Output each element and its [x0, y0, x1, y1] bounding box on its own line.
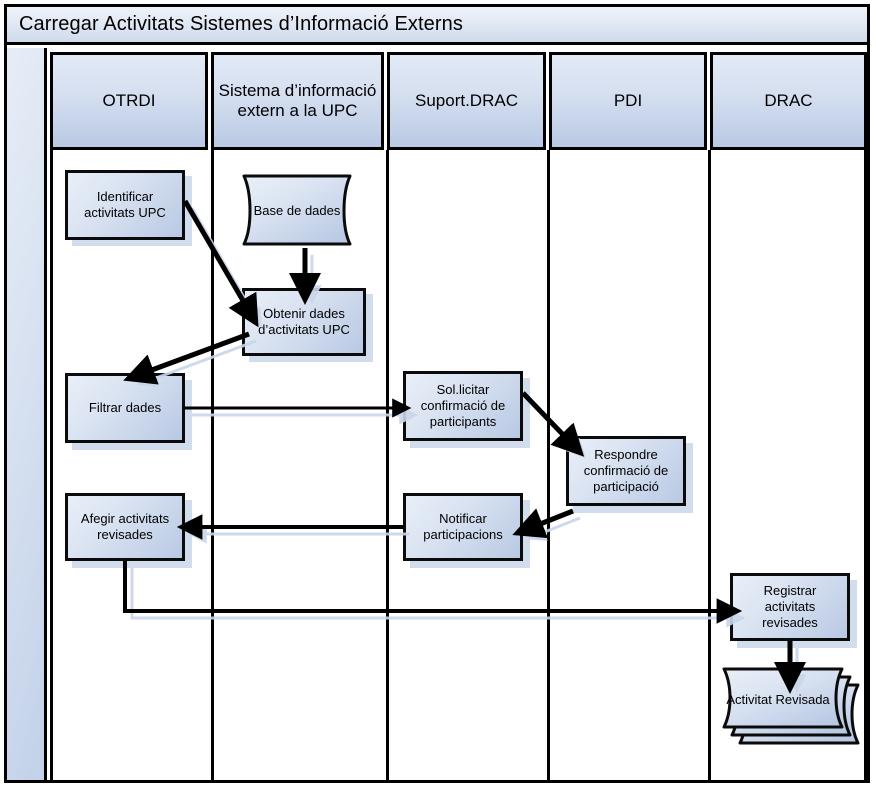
- lane-header-pdi-label: PDI: [613, 90, 643, 110]
- lane-header-drac-label: DRAC: [764, 90, 813, 110]
- diagram-title-bar: Carregar Activitats Sistemes d’Informaci…: [7, 7, 867, 45]
- node-obtenir-dades-activitats-upc[interactable]: Obtenir dades d’activitats UPC: [242, 288, 366, 356]
- node-filtrar-label: Filtrar dades: [88, 399, 162, 415]
- node-afegir-activitats-revisades[interactable]: Afegir activitats revisades: [65, 493, 185, 561]
- lane-header-drac: DRAC: [710, 52, 867, 150]
- lane-divider-2: [386, 150, 389, 780]
- lane-header-otrdi-label: OTRDI: [102, 90, 156, 110]
- node-afegir-label: Afegir activitats revisades: [80, 510, 170, 542]
- lane-header-suport-drac: Suport.DRAC: [387, 52, 546, 150]
- node-identificar-activitats-upc[interactable]: Identificar activitats UPC: [65, 170, 185, 240]
- lane-header-pdi: PDI: [549, 52, 707, 150]
- lane-divider-1: [211, 150, 214, 780]
- node-obtenir-label: Obtenir dades d’activitats UPC: [258, 305, 350, 337]
- node-registrar-label: Registrar activitats revisades: [762, 582, 818, 631]
- diagram-title: Carregar Activitats Sistemes d’Informaci…: [19, 13, 463, 35]
- lane-header-otrdi: OTRDI: [50, 52, 208, 150]
- node-sollicitar-label: Sol.licitar confirmació de participants: [420, 381, 506, 430]
- lane-header-row: OTRDI Sistema d’informació extern a la U…: [50, 48, 867, 150]
- node-filtrar-dades[interactable]: Filtrar dades: [65, 373, 185, 443]
- node-notificar-participacions[interactable]: Notificar participacions: [403, 493, 523, 561]
- diagram-outer-frame: [4, 4, 870, 783]
- node-notificar-label: Notificar participacions: [423, 510, 503, 542]
- lane-divider-3: [547, 150, 550, 780]
- node-activitat-revisada[interactable]: Activitat Revisada: [718, 665, 870, 753]
- node-base-de-dades[interactable]: Base de dades: [238, 172, 372, 248]
- lane-divider-4: [708, 150, 711, 780]
- node-sollicitar-confirmacio-participants[interactable]: Sol.licitar confirmació de participants: [403, 371, 523, 441]
- node-identificar-label: Identificar activitats UPC: [84, 188, 166, 220]
- lane-header-sistema: Sistema d’informació extern a la UPC: [211, 52, 384, 150]
- lane-header-sistema-label: Sistema d’informació extern a la UPC: [218, 80, 377, 120]
- node-respondre-confirmacio-participacio[interactable]: Respondre confirmació de participació: [566, 436, 686, 506]
- pool-strip: [7, 48, 47, 780]
- node-registrar-activitats-revisades[interactable]: Registrar activitats revisades: [730, 573, 850, 641]
- node-respondre-label: Respondre confirmació de participació: [583, 446, 669, 495]
- lane-header-suport-drac-label: Suport.DRAC: [415, 90, 518, 110]
